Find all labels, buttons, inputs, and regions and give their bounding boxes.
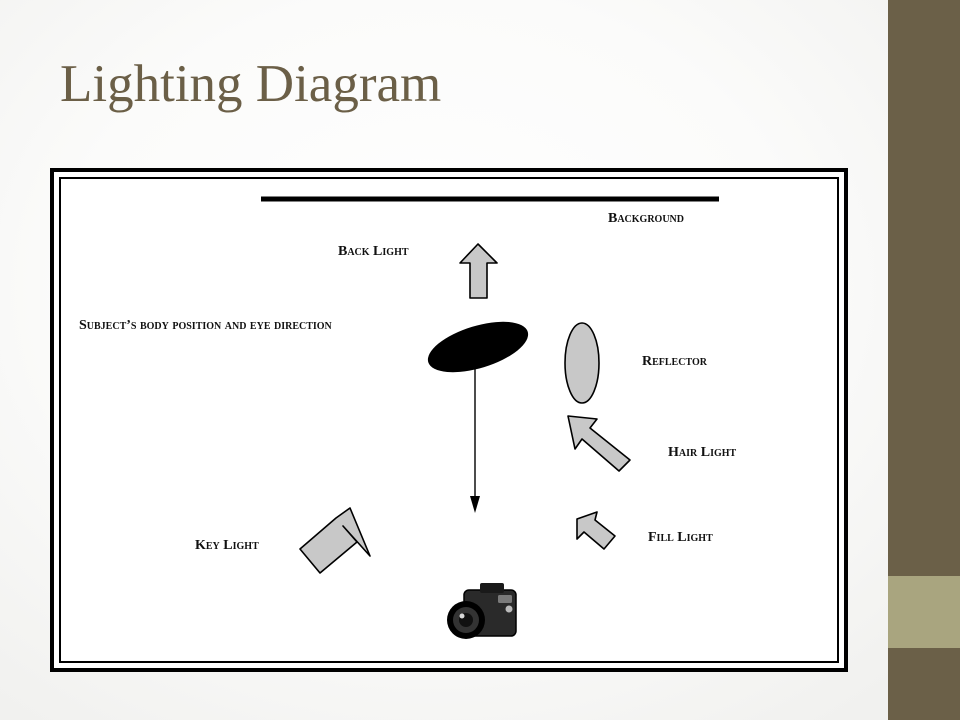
camera-icon [447, 583, 517, 639]
diagram-frame-inner [59, 177, 839, 663]
eye-direction-arrowhead [470, 496, 480, 513]
label-reflector: Reflector [642, 354, 708, 369]
back-light-arrow [459, 243, 498, 299]
lighting-diagram: Background Back Light Subject’s body pos… [50, 168, 848, 672]
subject-shape [427, 321, 529, 373]
label-subject: Subject’s body position and eye directio… [79, 318, 333, 333]
label-key-light: Key Light [195, 538, 259, 553]
key-light-arrow [299, 507, 371, 574]
label-hair-light: Hair Light [668, 445, 737, 460]
label-back-light: Back Light [338, 244, 409, 259]
hair-light-arrow [567, 415, 631, 472]
reflector-shape [564, 322, 600, 404]
diagram-frame-outer [50, 168, 848, 672]
label-background: Background [608, 211, 684, 226]
side-accent-block [888, 576, 960, 648]
fill-light-arrow [576, 511, 616, 550]
label-fill-light: Fill Light [648, 530, 713, 545]
slide-title: Lighting Diagram [60, 55, 442, 113]
